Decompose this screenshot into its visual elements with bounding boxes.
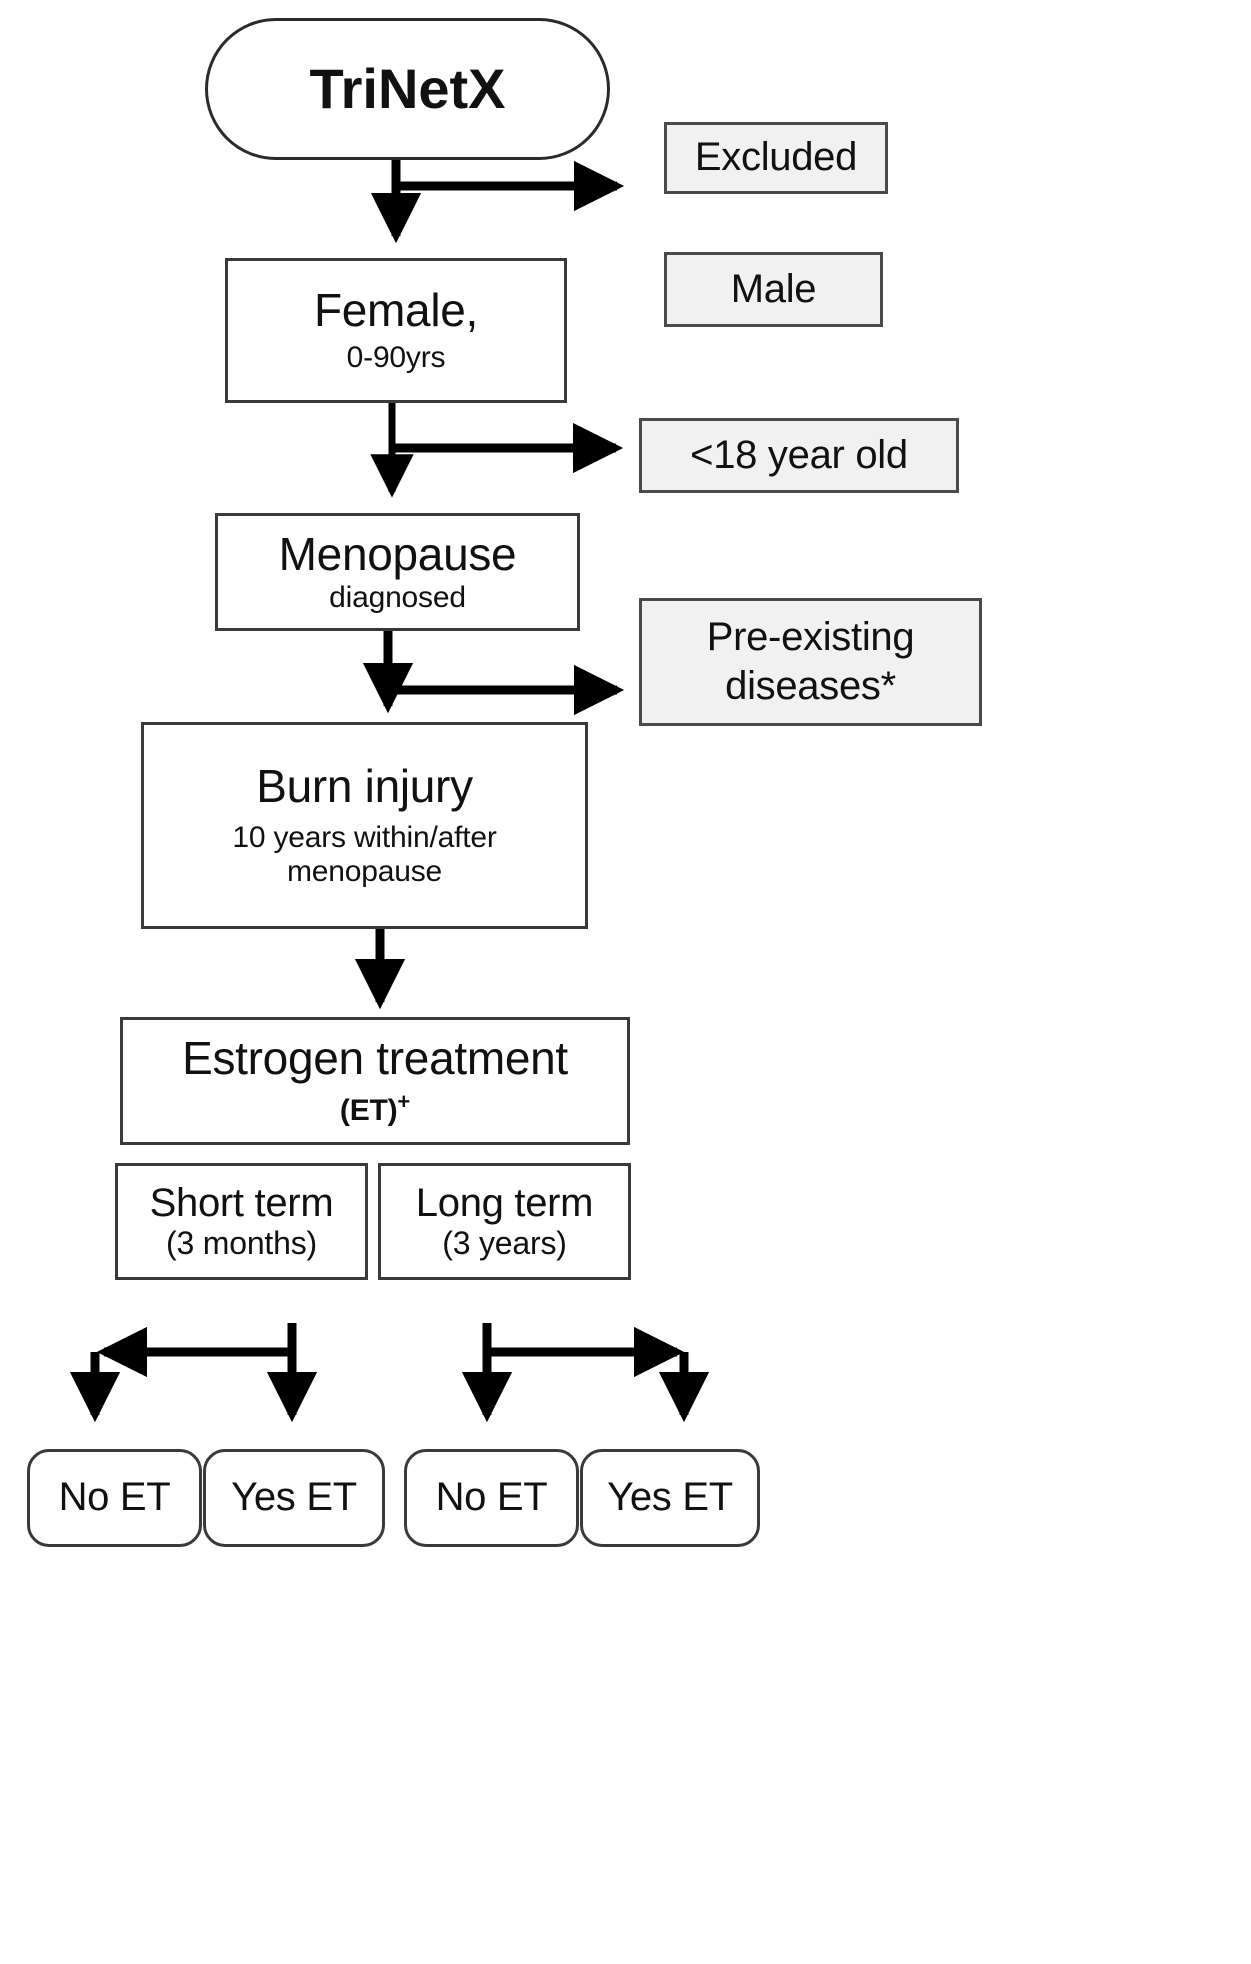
edge-long-term-split xyxy=(461,1323,710,1423)
node-excluded-under18[interactable]: <18 year old xyxy=(639,418,959,493)
node-male-title: Male xyxy=(730,266,817,311)
node-short-term-subtitle: (3 months) xyxy=(166,1225,317,1262)
leaf-long-term-yes-et[interactable]: Yes ET xyxy=(580,1449,760,1547)
node-short-term-arm[interactable]: Short term (3 months) xyxy=(115,1163,368,1280)
node-estrogen-title: Estrogen treatment xyxy=(182,1032,568,1085)
node-estrogen-superscript: + xyxy=(397,1089,411,1115)
node-burn-subtitle: 10 years within/after xyxy=(232,820,497,854)
node-long-term-subtitle: (3 years) xyxy=(442,1225,567,1262)
node-excluded-header[interactable]: Excluded xyxy=(664,122,888,194)
node-female-subtitle: 0-90yrs xyxy=(346,341,446,375)
leaf-label: Yes ET xyxy=(607,1475,733,1520)
node-menopause-title: Menopause xyxy=(278,527,517,580)
leaf-label: Yes ET xyxy=(231,1475,357,1520)
node-menopause-cohort[interactable]: Menopause diagnosed xyxy=(215,513,580,631)
edge-short-term-split xyxy=(69,1323,318,1423)
leaf-short-term-yes-et[interactable]: Yes ET xyxy=(203,1449,385,1547)
node-burn-injury-cohort[interactable]: Burn injury 10 years within/after menopa… xyxy=(141,722,588,929)
node-preexisting-title: Pre-existing diseases* xyxy=(706,615,915,708)
node-excluded-male[interactable]: Male xyxy=(664,252,883,327)
node-menopause-subtitle: diagnosed xyxy=(329,580,466,614)
node-female-title: Female, xyxy=(313,284,479,337)
node-estrogen-treatment[interactable]: Estrogen treatment (ET)+ xyxy=(120,1017,630,1145)
leaf-label: No ET xyxy=(435,1475,548,1520)
leaf-short-term-no-et[interactable]: No ET xyxy=(27,1449,202,1547)
node-burn-title: Burn injury xyxy=(256,760,473,813)
leaf-label: No ET xyxy=(58,1475,171,1520)
node-short-term-title: Short term xyxy=(149,1181,334,1226)
leaf-long-term-no-et[interactable]: No ET xyxy=(404,1449,579,1547)
node-female-cohort[interactable]: Female, 0-90yrs xyxy=(225,258,567,403)
node-burn-subtitle-2: menopause xyxy=(287,855,442,889)
node-estrogen-abbrev-text: (ET) xyxy=(339,1094,398,1128)
node-estrogen-abbrev: (ET)+ xyxy=(340,1090,410,1127)
node-excluded-preexisting-diseases[interactable]: Pre-existing diseases* xyxy=(639,598,982,726)
node-long-term-arm[interactable]: Long term (3 years) xyxy=(378,1163,631,1280)
node-source-trinetx[interactable]: TriNetX xyxy=(205,18,610,160)
node-under18-title: <18 year old xyxy=(690,432,908,477)
node-excluded-title: Excluded xyxy=(694,135,858,180)
node-long-term-title: Long term xyxy=(415,1181,594,1226)
node-source-title: TriNetX xyxy=(309,56,506,120)
